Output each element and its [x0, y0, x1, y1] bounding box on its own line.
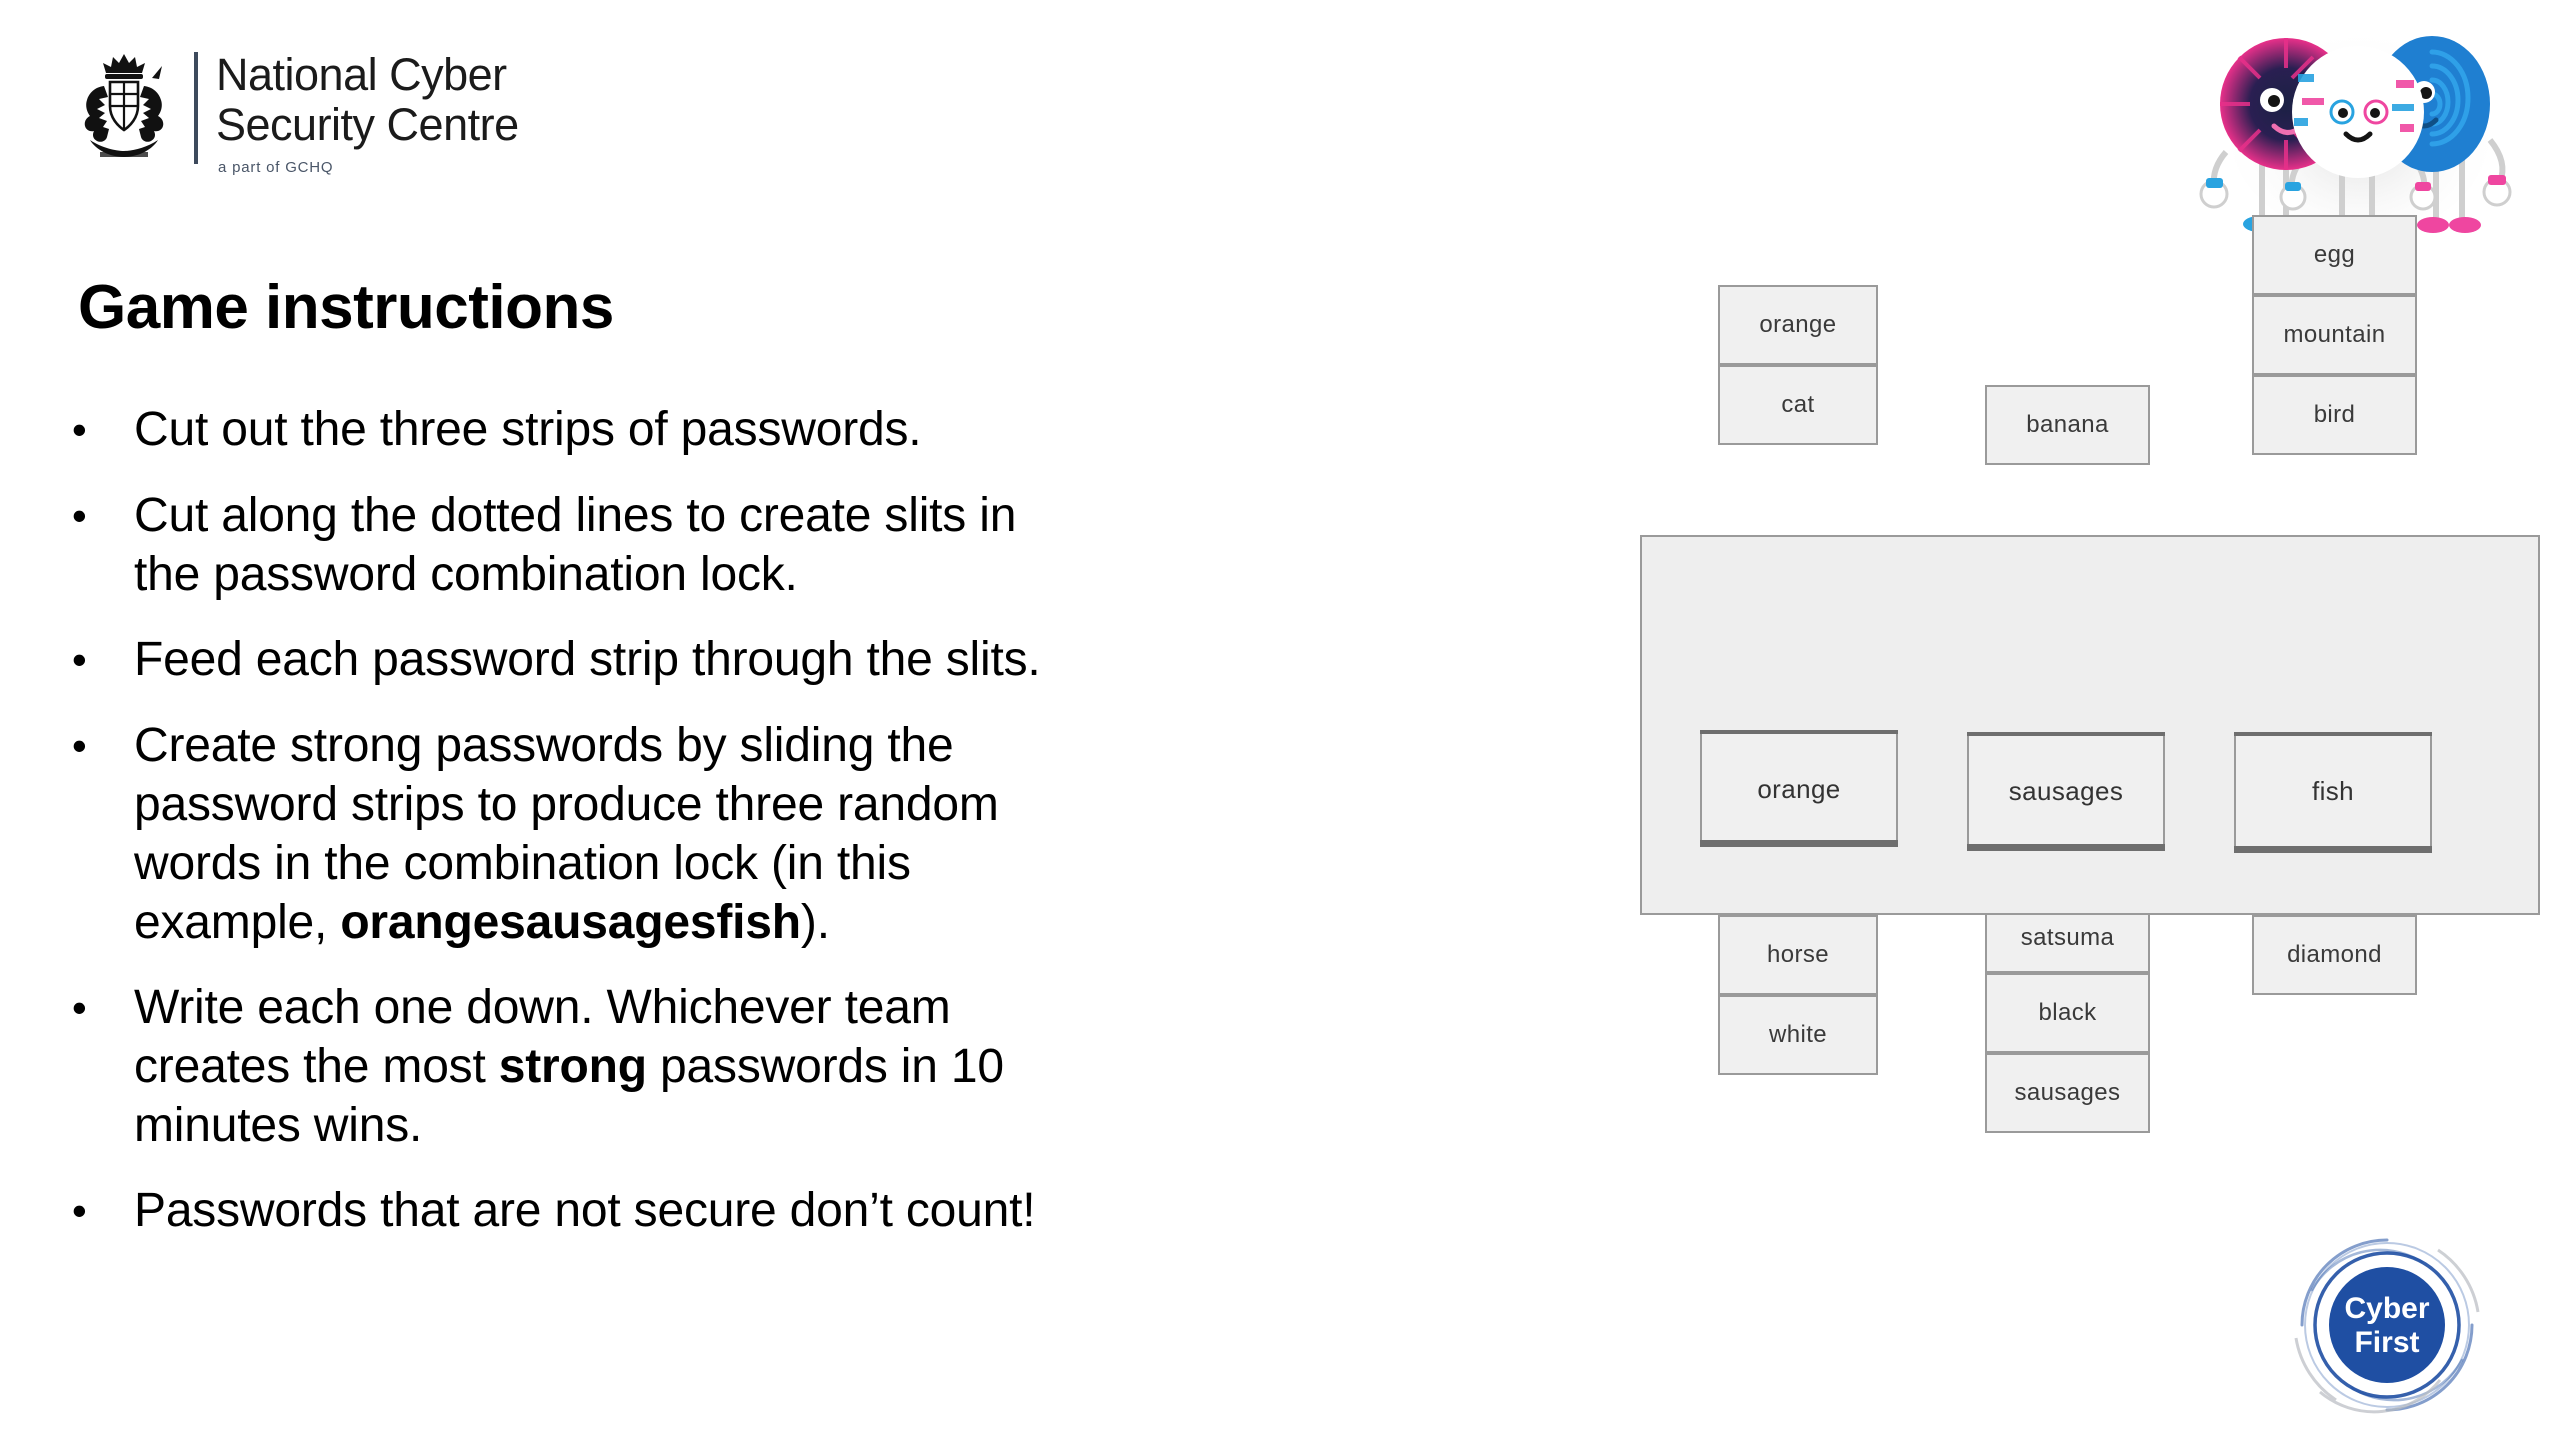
cyberfirst-label-line2: First [2354, 1326, 2419, 1359]
strip-cell-above[interactable]: banana [1985, 385, 2150, 465]
instruction-4-pre: Create strong passwords by sliding the p… [134, 719, 999, 949]
instruction-4-post: ). [800, 896, 830, 949]
instructions-list: • Cut out the three strips of passwords.… [64, 400, 1064, 1267]
bullet-marker-icon: • [72, 492, 87, 539]
logo-tagline: a part of GCHQ [218, 159, 334, 176]
instruction-5-post: passwords in 10 minutes wins. [134, 1040, 1004, 1152]
strip-cell-above[interactable]: cat [1718, 365, 1878, 445]
instruction-5-pre: Write each one down. Whichever team crea… [134, 981, 951, 1093]
cyberfirst-label-line1: Cyber [2344, 1292, 2429, 1325]
instruction-text-6: Passwords that are not secure don’t coun… [134, 1184, 1036, 1237]
royal-crest-icon [84, 54, 164, 157]
instruction-5-emphasis: strong [498, 1040, 647, 1093]
password-combination-lock-diagram: orange cat banana egg mountain bird hors… [1640, 215, 2540, 1225]
slot-top-bar [1700, 730, 1898, 737]
list-item: • Create strong passwords by sliding the… [64, 716, 1064, 952]
strip-cell-below[interactable]: horse [1718, 915, 1878, 995]
slot-window-2[interactable]: sausages [1967, 736, 2165, 846]
slot-top-bar [1967, 732, 2165, 739]
strip-cell-above[interactable]: egg [2252, 215, 2417, 295]
list-item: • Write each one down. Whichever team cr… [64, 978, 1064, 1155]
list-item: • Cut along the dotted lines to create s… [64, 486, 1064, 604]
slot-bottom-bar [2234, 846, 2432, 853]
logo-line-1: National Cyber [216, 49, 507, 100]
strip-cell-below[interactable]: diamond [2252, 915, 2417, 995]
strip-cell-above[interactable]: mountain [2252, 295, 2417, 375]
ncsc-logo: National Cyber Security Centre a part of… [60, 48, 519, 176]
ncsc-mascots-icon [2199, 27, 2512, 244]
page-title: Game instructions [78, 273, 614, 342]
bullet-marker-icon: • [72, 406, 87, 453]
list-item: • Cut out the three strips of passwords. [64, 400, 1064, 460]
slot-bottom-bar [1967, 844, 2165, 851]
lock-body [1640, 535, 2540, 915]
bullet-marker-icon: • [72, 722, 87, 769]
instruction-text-4: Create strong passwords by sliding the p… [134, 716, 1064, 952]
strip-cell-above[interactable]: orange [1718, 285, 1878, 365]
cyberfirst-logo: Cyber First [2294, 1238, 2480, 1414]
instruction-text-1: Cut out the three strips of passwords. [134, 403, 922, 456]
logo-divider [194, 52, 198, 164]
slot-top-bar [2234, 732, 2432, 739]
bullet-marker-icon: • [72, 984, 87, 1031]
list-item: • Passwords that are not secure don’t co… [64, 1181, 1064, 1241]
bullet-marker-icon: • [72, 636, 87, 683]
instruction-4-example: orangesausagesfish [340, 896, 801, 949]
slot-window-1[interactable]: orange [1700, 734, 1898, 844]
slot-bottom-bar [1700, 840, 1898, 847]
strip-cell-above[interactable]: bird [2252, 375, 2417, 455]
slot-window-3[interactable]: fish [2234, 736, 2432, 846]
strip-cell-below[interactable]: white [1718, 995, 1878, 1075]
strip-cell-below[interactable]: sausages [1985, 1053, 2150, 1133]
list-item: • Feed each password strip through the s… [64, 630, 1064, 690]
bullet-marker-icon: • [72, 1187, 87, 1234]
strip-cell-below[interactable]: black [1985, 973, 2150, 1053]
logo-line-2: Security Centre [216, 99, 519, 150]
instruction-text-5: Write each one down. Whichever team crea… [134, 978, 1064, 1155]
instruction-text-2: Cut along the dotted lines to create sli… [134, 489, 1017, 601]
instruction-text-3: Feed each password strip through the sli… [134, 633, 1041, 686]
instruction-4-sep: , [314, 896, 341, 949]
